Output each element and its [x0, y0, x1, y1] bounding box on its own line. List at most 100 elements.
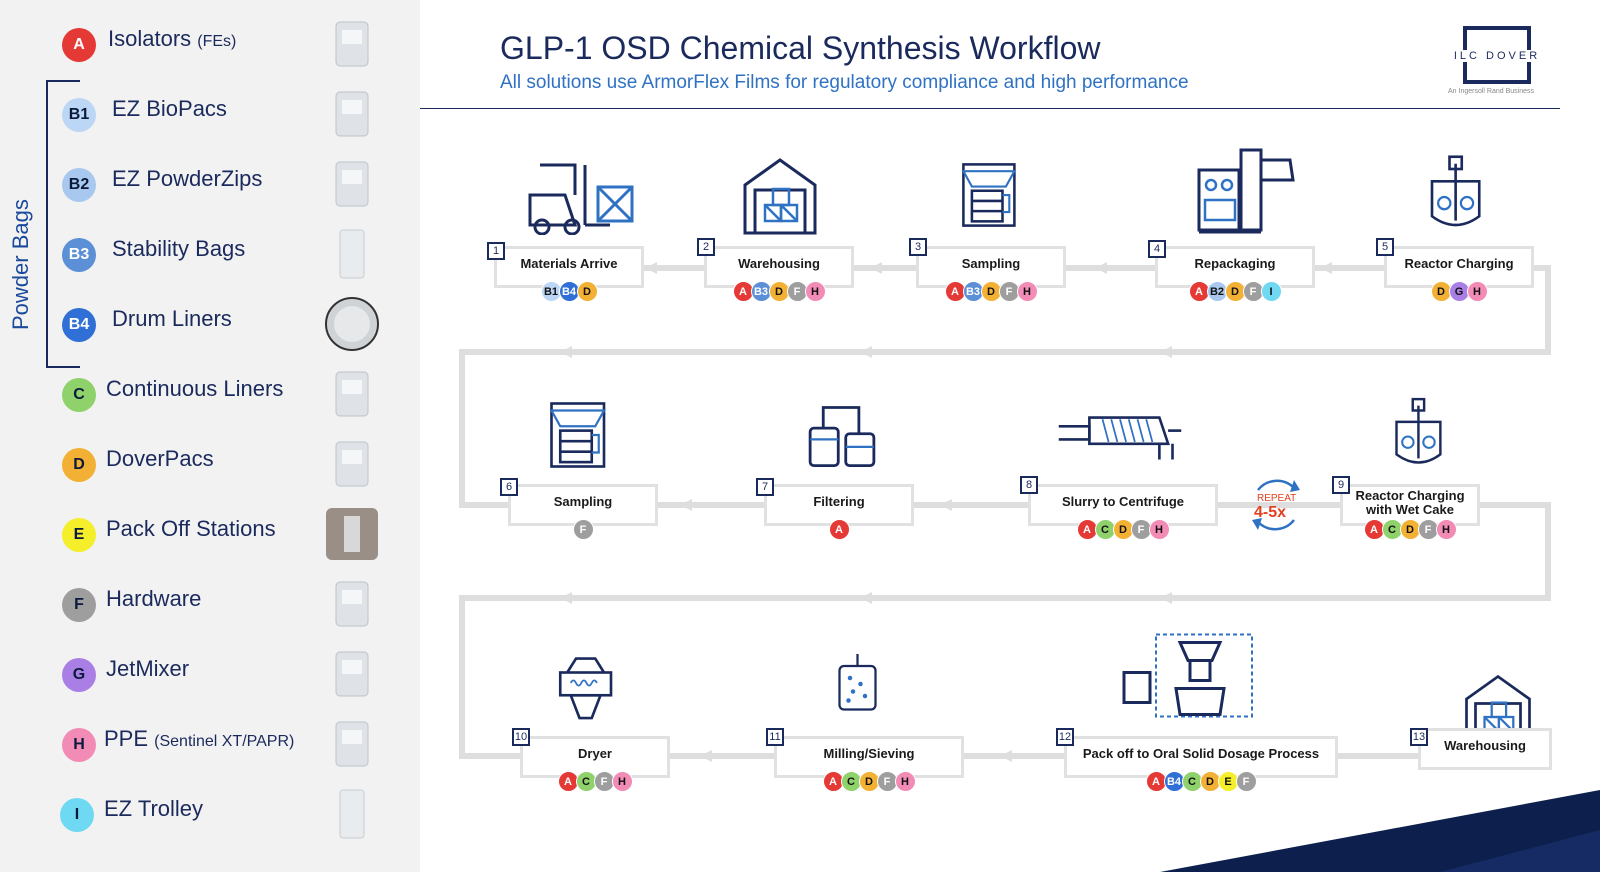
- step-number: 4: [1148, 240, 1166, 258]
- solution-chip: C: [840, 771, 862, 792]
- legend-label: EZ Trolley: [104, 796, 203, 822]
- repackaging-icon: [1197, 148, 1295, 234]
- ppe-icon: [335, 721, 369, 767]
- legend-badge: H: [62, 728, 96, 762]
- legend-label: Drum Liners: [112, 306, 232, 332]
- step-number: 10: [512, 728, 530, 746]
- solution-chip: B4: [558, 281, 580, 302]
- solution-chip: H: [1016, 281, 1038, 302]
- corner-decoration: [1160, 790, 1600, 872]
- repeat-cycle-icon: [1252, 479, 1300, 531]
- step-number: 8: [1020, 476, 1038, 494]
- logo-subtext: An Ingersoll Rand Business: [1448, 88, 1534, 95]
- step-number: 2: [697, 238, 715, 256]
- filter-icon: [808, 406, 876, 468]
- solution-chip: D: [576, 281, 598, 302]
- legend-badge: B1: [62, 98, 96, 132]
- dryer-icon: [558, 657, 613, 720]
- repeat-label: REPEAT: [1257, 493, 1297, 504]
- legend-badge: E: [62, 518, 96, 552]
- step-number: 6: [500, 478, 518, 496]
- step-title: Sampling: [553, 494, 613, 509]
- legend-badge: B2: [62, 168, 96, 202]
- solution-chip: A: [1363, 519, 1385, 540]
- step-title: Pack off to Oral Solid Dosage Process: [1082, 746, 1320, 761]
- step-box: Warehousing: [1418, 728, 1552, 770]
- isolator-icon: [335, 21, 369, 67]
- centrifuge-icon: [1058, 416, 1182, 460]
- step-number: 12: [1056, 728, 1074, 746]
- step-badges: F: [511, 519, 655, 540]
- step-title: Repackaging: [1194, 256, 1276, 271]
- header-divider: [420, 108, 1560, 109]
- step-title: Sampling: [961, 256, 1021, 271]
- legend-item: B2 EZ PowderZips: [0, 150, 420, 220]
- forklift-icon: [528, 163, 634, 235]
- step-number: 5: [1376, 238, 1394, 256]
- step-title: Reactor Charging: [1404, 256, 1514, 271]
- solution-chip: H: [894, 771, 916, 792]
- legend-label-text: Stability Bags: [112, 236, 246, 261]
- solution-chip: I: [1260, 281, 1282, 302]
- solution-chip: F: [572, 519, 594, 540]
- step-title: Milling/Sieving: [823, 746, 915, 761]
- step-number: 7: [756, 478, 774, 496]
- logo-text: ILC DOVER: [1452, 50, 1542, 62]
- legend-label: Pack Off Stations: [106, 516, 276, 542]
- step-title: Dryer: [578, 746, 612, 761]
- legend-badge: C: [62, 378, 96, 412]
- solution-chip: H: [1435, 519, 1457, 540]
- solution-chip: B3: [962, 281, 984, 302]
- solution-chip: H: [611, 771, 633, 792]
- legend-label-text: Drum Liners: [112, 306, 232, 331]
- legend-item: E Pack Off Stations: [0, 500, 420, 570]
- step-number: 13: [1410, 728, 1428, 746]
- solution-chip: H: [804, 281, 826, 302]
- warehouse-icon: [743, 158, 817, 235]
- legend-badge: D: [62, 448, 96, 482]
- page-subtitle: All solutions use ArmorFlex Films for re…: [500, 72, 1189, 93]
- step-title: Filtering: [813, 494, 865, 509]
- solution-chip: B4: [1163, 771, 1185, 792]
- legend-label-text: Isolators: [108, 26, 192, 51]
- solution-chip: H: [1466, 281, 1488, 302]
- biopac-icon: [335, 91, 369, 137]
- pack-off-station-icon: [326, 508, 378, 560]
- page-title: GLP-1 OSD Chemical Synthesis Workflow: [500, 30, 1101, 66]
- sampling-icon: [961, 163, 1017, 227]
- legend-label-text: EZ PowderZips: [112, 166, 263, 191]
- drum-liner-icon: [325, 297, 379, 351]
- powderzip-icon: [335, 161, 369, 207]
- legend-label-text: PPE: [104, 726, 149, 751]
- legend-label: Stability Bags: [112, 236, 245, 262]
- sampling-icon: [549, 402, 606, 468]
- legend-badge: I: [60, 798, 94, 832]
- legend-label-sub: (Sentinel XT/PAPR): [154, 733, 295, 750]
- solution-chip: A: [732, 281, 754, 302]
- legend-badge: G: [62, 658, 96, 692]
- step-title: Warehousing: [1444, 738, 1526, 753]
- legend-label: Isolators (FEs): [108, 26, 236, 52]
